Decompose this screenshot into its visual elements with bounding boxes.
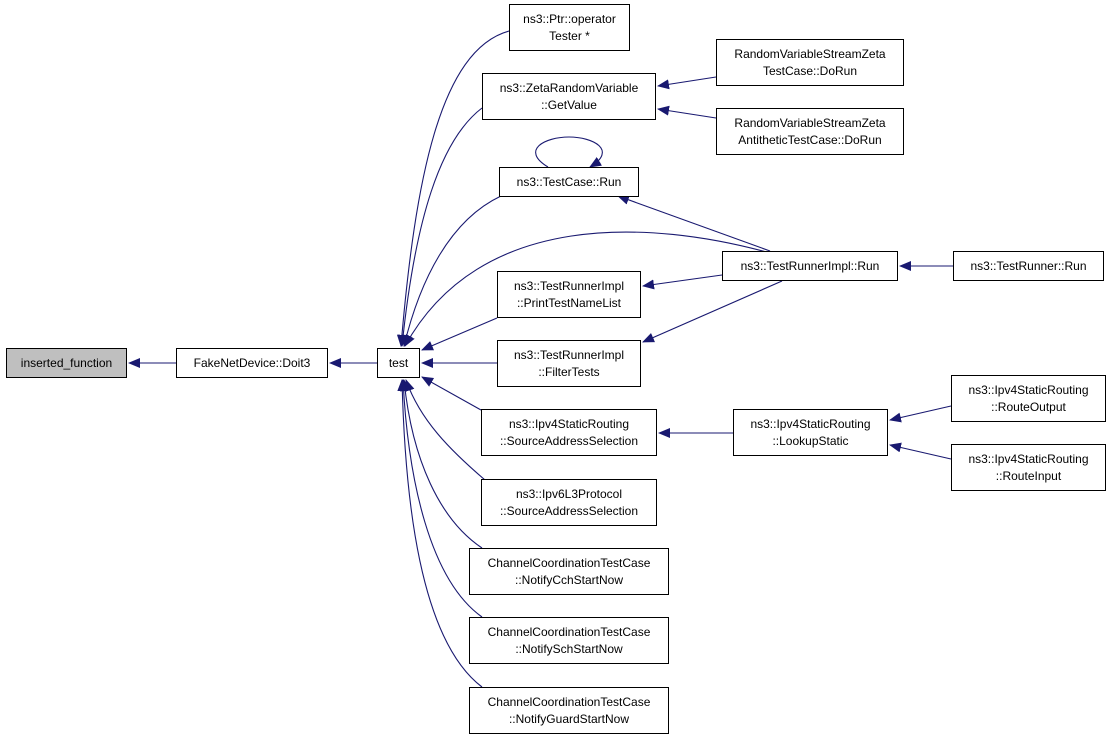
edge-notify-guard-to-test bbox=[397, 379, 483, 688]
node-zeta-random-variable-getvalue[interactable]: ns3::ZetaRandomVariable ::GetValue bbox=[482, 73, 656, 120]
edge-notify-cch-to-test bbox=[400, 379, 483, 549]
node-label-line: ns3::Ipv4StaticRouting bbox=[968, 451, 1089, 466]
node-ipv4-route-input[interactable]: ns3::Ipv4StaticRouting ::RouteInput bbox=[951, 444, 1106, 491]
node-label-line: Tester * bbox=[549, 28, 590, 43]
edge-testrunnerimpl-run-to-filter-tests bbox=[642, 280, 783, 343]
node-ipv4-lookup-static[interactable]: ns3::Ipv4StaticRouting ::LookupStatic bbox=[733, 409, 888, 456]
node-fakenetdevice-doit3[interactable]: FakeNetDevice::Doit3 bbox=[176, 348, 328, 378]
node-label-line: ::NotifySchStartNow bbox=[515, 641, 623, 656]
edge-zeta-anti-doRun-to-zeta-getvalue bbox=[657, 105, 717, 119]
edge-testrunnerimpl-run-to-test bbox=[404, 231, 771, 347]
node-label-line: ns3::Ipv4StaticRouting bbox=[968, 382, 1089, 397]
edge-ipv4-source-addr-to-test bbox=[421, 376, 482, 411]
node-label-line: ns3::Ipv6L3Protocol bbox=[515, 486, 623, 501]
node-label-line: ns3::TestRunner::Run bbox=[970, 258, 1087, 273]
node-label-line: ChannelCoordinationTestCase bbox=[487, 555, 651, 570]
node-label-line: ns3::Ipv4StaticRouting bbox=[508, 416, 630, 431]
node-inserted-function[interactable]: inserted_function bbox=[6, 348, 127, 378]
node-filter-tests[interactable]: ns3::TestRunnerImpl ::FilterTests bbox=[497, 340, 641, 387]
node-label-line: FakeNetDevice::Doit3 bbox=[193, 355, 311, 370]
node-label-line: ::LookupStatic bbox=[772, 433, 849, 448]
node-notify-cch-start-now[interactable]: ChannelCoordinationTestCase ::NotifyCchS… bbox=[469, 548, 669, 595]
node-label-line: ::SourceAddressSelection bbox=[499, 433, 639, 448]
node-label-line: TestCase::DoRun bbox=[762, 63, 858, 78]
node-label-line: ns3::ZetaRandomVariable bbox=[499, 80, 639, 95]
edge-ipv6-source-addr-to-test bbox=[404, 379, 486, 481]
node-testcase-run[interactable]: ns3::TestCase::Run bbox=[499, 167, 639, 197]
node-ipv4-route-output[interactable]: ns3::Ipv4StaticRouting ::RouteOutput bbox=[951, 375, 1106, 422]
node-ipv6-source-address-selection[interactable]: ns3::Ipv6L3Protocol ::SourceAddressSelec… bbox=[481, 479, 657, 526]
node-testrunner-run[interactable]: ns3::TestRunner::Run bbox=[953, 251, 1104, 281]
node-ipv4-source-address-selection[interactable]: ns3::Ipv4StaticRouting ::SourceAddressSe… bbox=[481, 409, 657, 456]
node-label-line: ::RouteOutput bbox=[991, 399, 1066, 414]
edge-testrunnerimpl-run-to-testcase-run bbox=[617, 195, 771, 252]
node-label-line: ::NotifyCchStartNow bbox=[514, 572, 624, 587]
edge-testrunnerimpl-run-to-print-test-name-list bbox=[642, 274, 723, 290]
node-label-line: ns3::TestRunnerImpl bbox=[513, 278, 625, 293]
node-notify-guard-start-now[interactable]: ChannelCoordinationTestCase ::NotifyGuar… bbox=[469, 687, 669, 734]
edge-ipv4-route-input-to-ipv4-lookup-static bbox=[889, 442, 952, 460]
node-label-line: inserted_function bbox=[20, 355, 113, 370]
node-label-line: ns3::Ptr::operator bbox=[523, 11, 616, 26]
edge-testcase-run-to-testcase-run bbox=[535, 136, 603, 168]
node-label-line: AntitheticTestCase::DoRun bbox=[738, 132, 882, 147]
node-label-line: ChannelCoordinationTestCase bbox=[487, 624, 651, 639]
node-print-test-name-list[interactable]: ns3::TestRunnerImpl ::PrintTestNameList bbox=[497, 271, 641, 318]
node-testrunnerimpl-run[interactable]: ns3::TestRunnerImpl::Run bbox=[722, 251, 898, 281]
edge-ptr-tester-to-test bbox=[396, 30, 510, 347]
node-zeta-testcase-dorun[interactable]: RandomVariableStreamZeta TestCase::DoRun bbox=[716, 39, 904, 86]
node-label-line: ::NotifyGuardStartNow bbox=[508, 711, 630, 726]
node-label-line: ::GetValue bbox=[541, 97, 597, 112]
edge-testcase-run-to-test bbox=[401, 195, 502, 347]
node-label-line: ns3::Ipv4StaticRouting bbox=[750, 416, 871, 431]
node-label-line: ChannelCoordinationTestCase bbox=[487, 694, 651, 709]
edge-print-test-name-list-to-test bbox=[421, 317, 498, 351]
node-ptr-operator-tester[interactable]: ns3::Ptr::operator Tester * bbox=[509, 4, 630, 51]
edge-zeta-doRun-to-zeta-getvalue bbox=[657, 76, 717, 90]
node-label-line: RandomVariableStreamZeta bbox=[734, 115, 886, 130]
node-label-line: ns3::TestRunnerImpl bbox=[513, 347, 625, 362]
node-label-line: ::SourceAddressSelection bbox=[499, 503, 639, 518]
node-label-line: ::PrintTestNameList bbox=[516, 295, 622, 310]
edge-notify-sch-to-test bbox=[398, 379, 483, 618]
node-label-line: ::RouteInput bbox=[995, 468, 1062, 483]
node-test[interactable]: test bbox=[377, 348, 420, 378]
node-label-line: ::FilterTests bbox=[538, 364, 600, 379]
node-notify-sch-start-now[interactable]: ChannelCoordinationTestCase ::NotifySchS… bbox=[469, 617, 669, 664]
node-label-line: RandomVariableStreamZeta bbox=[734, 46, 886, 61]
edge-zeta-getvalue-to-test bbox=[398, 107, 483, 347]
edge-ipv4-route-output-to-ipv4-lookup-static bbox=[889, 405, 952, 423]
node-label-line: test bbox=[388, 355, 409, 370]
node-label-line: ns3::TestCase::Run bbox=[516, 174, 622, 189]
node-zeta-antithetic-testcase-dorun[interactable]: RandomVariableStreamZeta AntitheticTestC… bbox=[716, 108, 904, 155]
node-label-line: ns3::TestRunnerImpl::Run bbox=[740, 258, 880, 273]
